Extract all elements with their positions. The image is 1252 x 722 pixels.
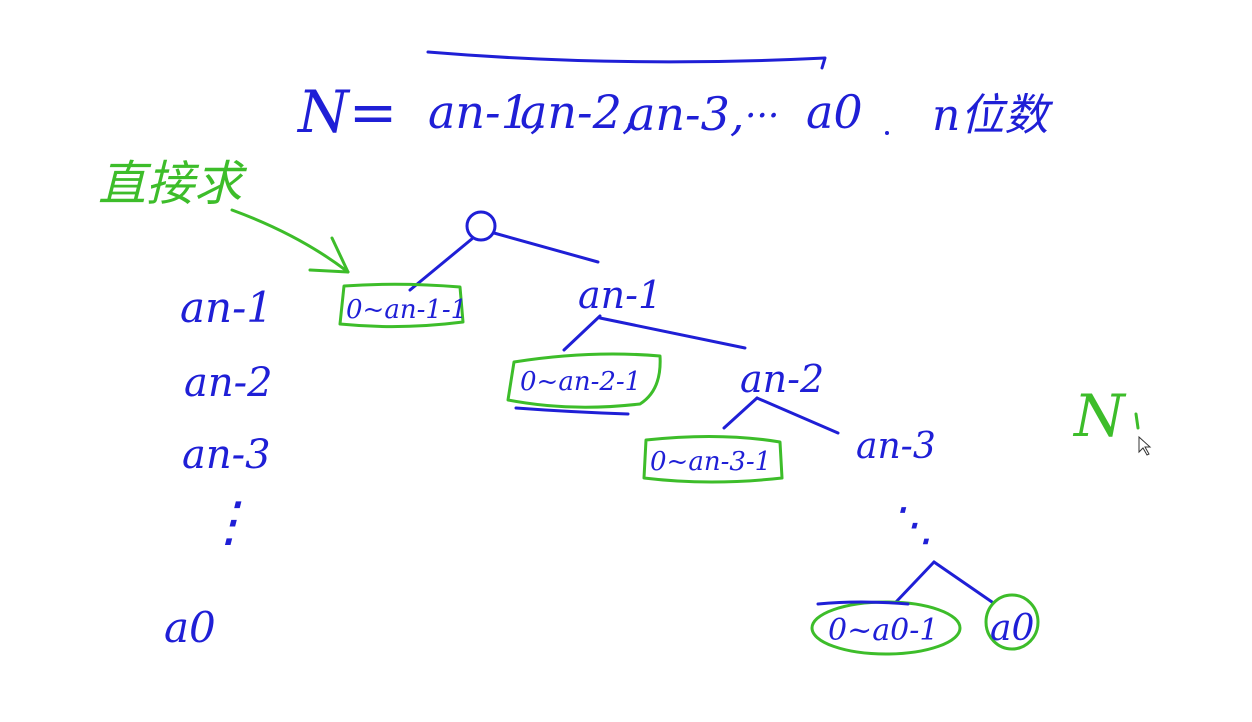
dot bbox=[885, 131, 889, 135]
note-arrowhead bbox=[308, 236, 350, 274]
tree-root bbox=[465, 210, 497, 242]
tree-edge bbox=[894, 560, 936, 604]
formula: N= an-1, an-2, an-3, ··· a0 n位数 bbox=[296, 50, 1053, 146]
tree-edge bbox=[492, 231, 600, 264]
level-label-1: an-1 bbox=[180, 283, 273, 332]
formula-digit-2: an-2, bbox=[520, 85, 636, 139]
range-underline bbox=[514, 406, 630, 416]
range-box-2 bbox=[506, 352, 662, 409]
cursor-icon bbox=[1138, 435, 1152, 456]
range-box-1 bbox=[338, 282, 465, 329]
tree-edge bbox=[408, 236, 475, 292]
tree-edge bbox=[755, 396, 840, 435]
branch-label-2: an-2 bbox=[740, 357, 824, 401]
tree-edge bbox=[598, 316, 747, 350]
digit-tree: an-1 an-2 an-3 ⋱ 0~an-1-1 0~an-2-1 0~an-… bbox=[338, 210, 1040, 656]
range-overline bbox=[816, 600, 910, 606]
last-digit-box bbox=[984, 593, 1040, 651]
level-label-3: an-3 bbox=[182, 432, 271, 478]
range-text-3: 0~an-3-1 bbox=[650, 447, 771, 477]
note-arrow bbox=[230, 208, 350, 274]
range-text-2: 0~an-2-1 bbox=[520, 367, 641, 397]
direct-note: 直接求 bbox=[98, 156, 350, 274]
formula-digit-3: an-3, bbox=[628, 87, 744, 141]
level-label-last: a0 bbox=[164, 603, 216, 652]
branch-label-last: a0 bbox=[990, 608, 1034, 649]
range-box-3 bbox=[642, 434, 784, 484]
tree-continuation: ⋱ bbox=[888, 497, 934, 551]
formula-digit-last: a0 bbox=[806, 85, 863, 139]
side-tick bbox=[1134, 412, 1140, 430]
note-text: 直接求 bbox=[98, 156, 248, 212]
formula-lhs: N= bbox=[296, 78, 397, 146]
formula-ellipsis: ··· bbox=[745, 96, 779, 137]
level-label-dots: ⋮ bbox=[202, 490, 256, 553]
tree-edge bbox=[562, 314, 602, 352]
tree-edge bbox=[722, 396, 759, 430]
formula-digit-1: an-1, bbox=[428, 85, 544, 139]
side-mark: N bbox=[1072, 382, 1127, 450]
branch-label-3: an-3 bbox=[856, 426, 936, 467]
tree-edge bbox=[932, 560, 994, 604]
range-text-1: 0~an-1-1 bbox=[346, 295, 467, 325]
branch-label-1: an-1 bbox=[578, 273, 662, 317]
level-labels: an-1 an-2 an-3 ⋮ a0 bbox=[164, 283, 273, 652]
overline bbox=[426, 50, 827, 70]
range-text-4: 0~a0-1 bbox=[828, 613, 938, 648]
formula-suffix: n位数 bbox=[932, 90, 1053, 141]
level-label-2: an-2 bbox=[184, 360, 273, 406]
